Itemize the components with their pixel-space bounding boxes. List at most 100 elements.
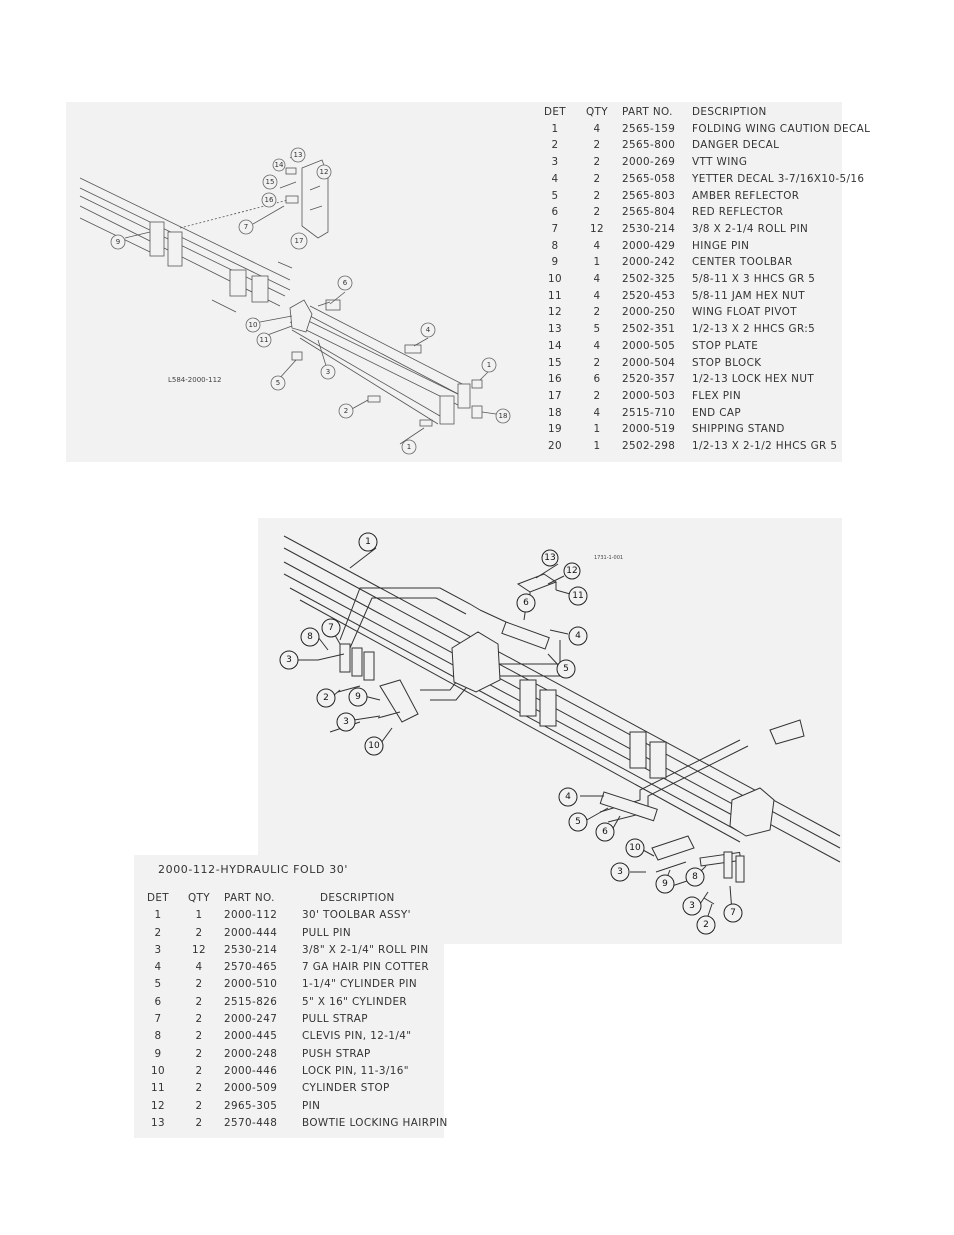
cell-description: PULL STRAP (302, 1013, 368, 1026)
header-description: DESCRIPTION (320, 892, 395, 904)
cell-description: PIN (302, 1099, 321, 1112)
cell-det: 12 (150, 1099, 166, 1112)
hyd-callout-11-bubble (568, 586, 588, 606)
cell-part-no: 2565-804 (622, 206, 676, 219)
cell-qty: 2 (593, 139, 601, 152)
hyd-callout-8b-bubble (685, 867, 705, 887)
svg-text:4: 4 (575, 631, 581, 641)
cell-qty: 2 (195, 1082, 203, 1095)
cell-det: 19 (547, 423, 563, 436)
svg-text:4: 4 (565, 792, 571, 802)
cell-description: LOCK PIN, 11-3/16" (302, 1064, 409, 1077)
hyd-callout-4a-bubble (568, 626, 588, 646)
cell-det: 6 (551, 206, 559, 219)
cell-description: 5/8-11 JAM HEX NUT (692, 289, 805, 302)
cell-qty: 4 (593, 289, 601, 302)
cell-qty: 12 (191, 943, 207, 956)
cell-qty: 2 (593, 206, 601, 219)
cell-part-no: 2000-429 (622, 239, 676, 252)
hyd-callout-7b-bubble (723, 903, 743, 923)
hyd-callout-5b-bubble (568, 812, 588, 832)
callout-15-bubble (262, 174, 278, 190)
svg-text:9: 9 (355, 692, 361, 702)
hyd-callout-4b-bubble (558, 787, 578, 807)
cell-det: 2 (154, 926, 162, 939)
bottom-hydraulic-view (279, 532, 841, 935)
svg-text:16: 16 (265, 196, 274, 204)
cell-part-no: 2000-250 (622, 306, 676, 319)
cell-qty: 1 (593, 440, 601, 453)
cell-det: 2 (551, 139, 559, 152)
hyd-callout-6b-bubble (595, 822, 615, 842)
hyd-callout-2a-bubble (316, 688, 336, 708)
cell-description: FLEX PIN (692, 389, 742, 402)
svg-text:7: 7 (730, 908, 736, 918)
svg-text:9: 9 (662, 879, 668, 889)
svg-text:8: 8 (692, 872, 698, 882)
cell-part-no: 2000-519 (622, 423, 676, 436)
header-part-no: PART NO. (224, 892, 275, 904)
cell-part-no: 2000-247 (224, 1013, 278, 1026)
cell-qty: 4 (195, 961, 203, 974)
cell-part-no: 2530-214 (622, 222, 676, 235)
cell-det: 16 (547, 373, 563, 386)
cell-det: 3 (551, 156, 559, 169)
table-row: 6 2 2565-804 RED REFLECTOR (536, 204, 870, 221)
callout-2-bubble (338, 403, 354, 419)
cell-det: 6 (154, 995, 162, 1008)
cell-det: 13 (547, 323, 563, 336)
cell-det: 15 (547, 356, 563, 369)
cell-description: RED REFLECTOR (692, 206, 784, 219)
callout-4-bubble (420, 322, 436, 338)
cell-part-no: 2000-444 (224, 926, 278, 939)
cell-part-no: 2000-510 (224, 978, 278, 991)
cell-part-no: 2565-800 (622, 139, 676, 152)
svg-text:2: 2 (323, 693, 329, 703)
svg-text:13: 13 (544, 553, 555, 563)
cell-description: SHIPPING STAND (692, 423, 785, 436)
cell-part-no: 2515-826 (224, 995, 278, 1008)
cell-qty: 2 (593, 172, 601, 185)
hyd-callout-9b-bubble (655, 874, 675, 894)
cell-description: CYLINDER STOP (302, 1082, 390, 1095)
cell-description: CLEVIS PIN, 12-1/4" (302, 1030, 412, 1043)
cell-det: 7 (154, 1013, 162, 1026)
svg-text:15: 15 (266, 178, 275, 186)
cell-qty: 2 (195, 926, 203, 939)
svg-text:10: 10 (629, 843, 641, 853)
cell-det: 18 (547, 406, 563, 419)
cell-part-no: 2000-242 (622, 256, 676, 269)
cell-description: PULL PIN (302, 926, 352, 939)
svg-text:3: 3 (326, 368, 330, 376)
callout-9-bubble (110, 234, 126, 250)
cell-description: HINGE PIN (692, 239, 750, 252)
svg-text:5: 5 (575, 817, 581, 827)
svg-text:5: 5 (563, 664, 569, 674)
cell-qty: 12 (589, 222, 605, 235)
cell-qty: 2 (195, 1116, 203, 1129)
cell-det: 9 (551, 256, 559, 269)
svg-text:12: 12 (320, 168, 329, 176)
cell-description: 1/2-13 X 2 HHCS GR:5 (692, 323, 816, 336)
cell-part-no: 2520-357 (622, 373, 676, 386)
cell-det: 14 (547, 339, 563, 352)
hyd-callout-10b-bubble (625, 838, 645, 858)
cell-part-no: 2565-803 (622, 189, 676, 202)
